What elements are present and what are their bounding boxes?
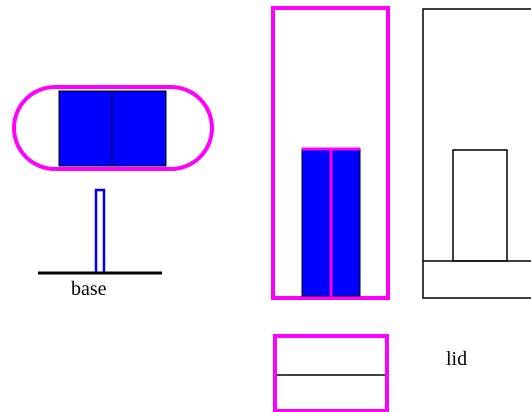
container-block-right bbox=[331, 148, 361, 297]
base-post bbox=[94, 188, 106, 275]
outline-side-view bbox=[422, 8, 531, 299]
container-outline bbox=[271, 6, 390, 300]
base-top-view bbox=[12, 85, 214, 171]
base-top-block-right bbox=[111, 90, 167, 167]
base-top-outline bbox=[12, 85, 214, 171]
container-block-left bbox=[301, 148, 331, 297]
lid-outline bbox=[273, 334, 389, 412]
label-lid: lid bbox=[446, 348, 468, 370]
outline-inner-box bbox=[452, 149, 508, 262]
base-side-view bbox=[38, 188, 162, 275]
container-front-view bbox=[271, 6, 390, 300]
base-top-block-left bbox=[58, 90, 113, 167]
outline-frame bbox=[422, 8, 531, 299]
label-base: base bbox=[71, 278, 107, 300]
lid-view bbox=[273, 334, 389, 412]
